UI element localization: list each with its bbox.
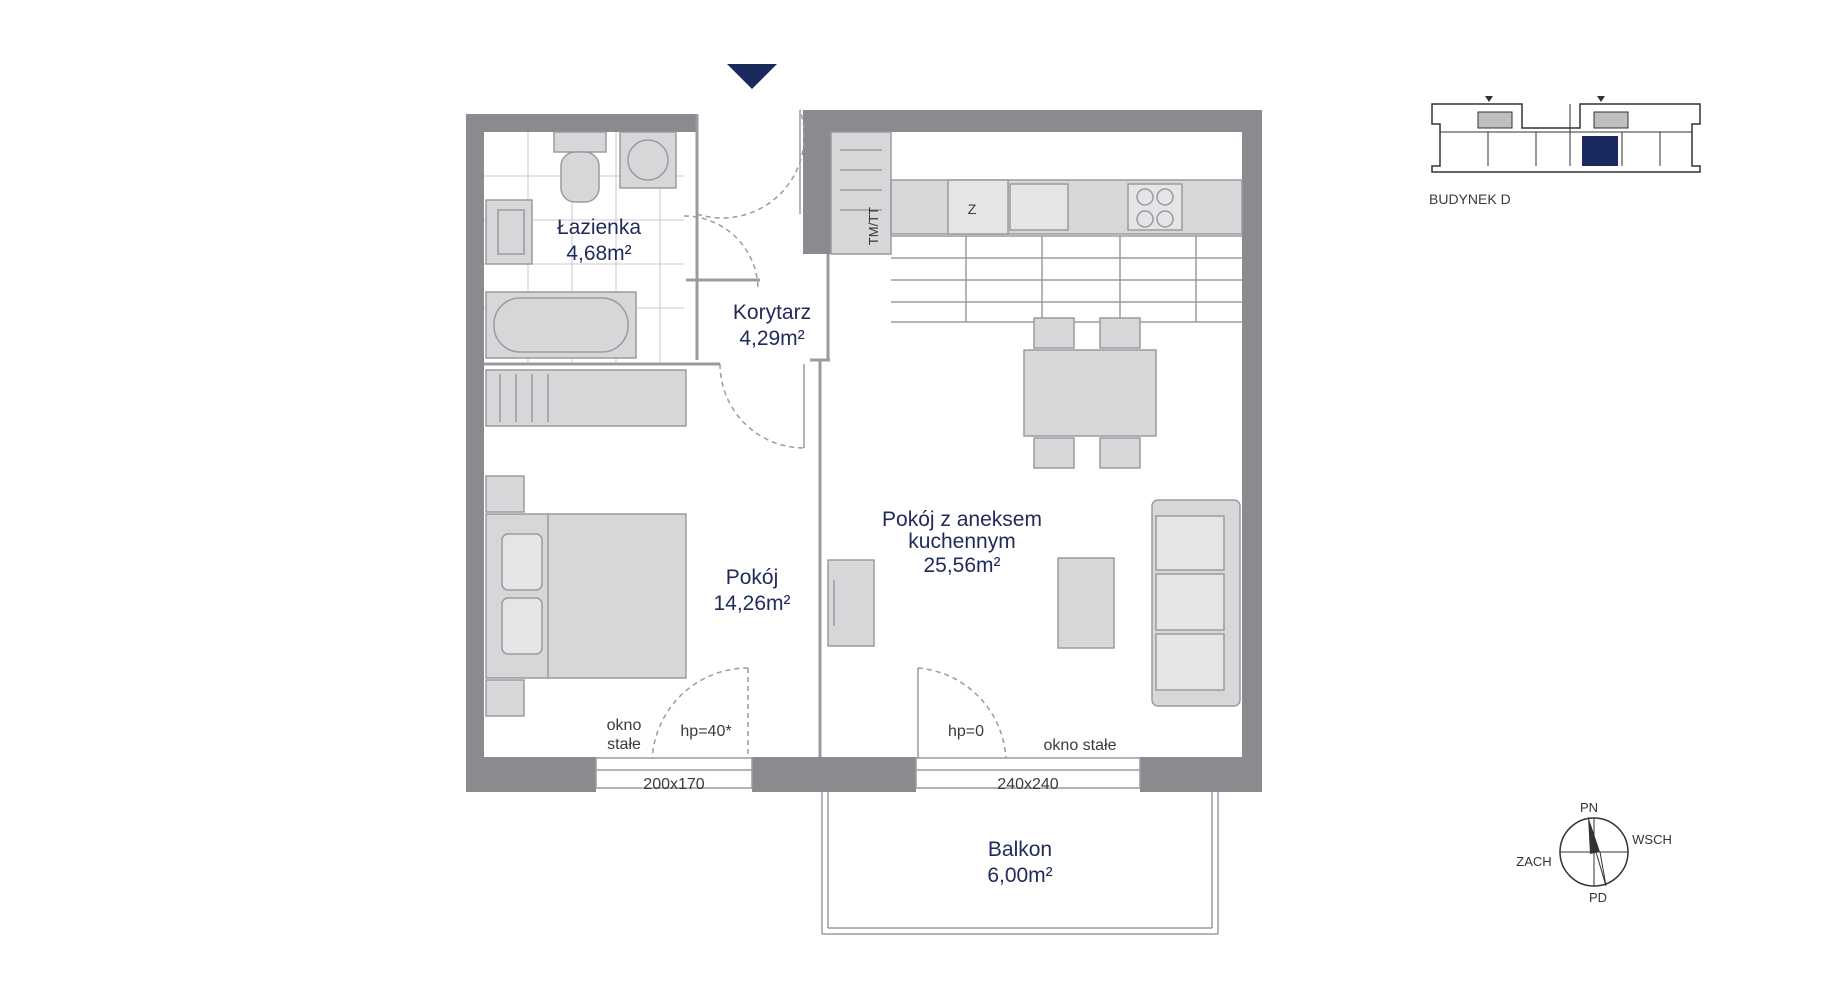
- coffee-table-icon: [1057, 557, 1115, 649]
- compass-icon: [1559, 816, 1629, 887]
- fixed-window-living: okno stałe: [1044, 737, 1117, 754]
- corridor-area: 4,29m²: [739, 327, 804, 350]
- living-name-line2: kuchennym: [908, 530, 1015, 553]
- washer-dryer-label: TM/TT: [866, 207, 881, 245]
- dining-table-icon: [1023, 317, 1157, 469]
- compass-east: WSCH: [1632, 832, 1672, 847]
- entrance-marker-icon: [727, 64, 777, 89]
- kitchen-tiles: [891, 235, 1242, 323]
- compass-south: PD: [1589, 890, 1607, 905]
- wardrobe-icon: [485, 369, 687, 427]
- bed-icon: [485, 513, 687, 679]
- living-name-line1: Pokój z aneksem: [882, 508, 1042, 531]
- corridor-name: Korytarz: [733, 301, 811, 324]
- balcony-outline: [821, 792, 1219, 935]
- window-size-living: 240x240: [997, 776, 1058, 793]
- living-area: 25,56m²: [923, 554, 1000, 577]
- compass-north: PN: [1580, 800, 1598, 815]
- apartment-highlight: [1582, 136, 1618, 166]
- sink-icon: [485, 199, 533, 265]
- balcony-name: Balkon: [988, 838, 1052, 861]
- windows: [595, 757, 1141, 789]
- bathtub-icon: [485, 291, 637, 359]
- sill-height-living: hp=0: [948, 723, 984, 740]
- doors: [651, 109, 1007, 763]
- window-size-bedroom: 200x170: [643, 776, 704, 793]
- tv-cabinet-icon: [827, 559, 875, 647]
- sofa-icon: [1151, 499, 1241, 707]
- fixed-window-label-line2: stałe: [607, 736, 641, 753]
- fridge-label: Z: [968, 201, 977, 217]
- fixed-window-label-line1: okno: [607, 717, 642, 734]
- bedroom-name: Pokój: [726, 566, 779, 589]
- exterior-walls: [466, 110, 1262, 792]
- kitchen-counter: [830, 131, 1243, 255]
- bedroom-area: 14,26m²: [713, 592, 790, 615]
- nightstand-icon: [485, 679, 525, 717]
- key-plan: [1431, 96, 1701, 173]
- bathroom-area: 4,68m²: [566, 242, 631, 265]
- bathroom-name: Łazienka: [557, 216, 641, 239]
- interior-walls: [484, 114, 830, 757]
- nightstand-icon: [485, 475, 525, 513]
- toilet-icon: [553, 131, 607, 203]
- key-plan-label: BUDYNEK D: [1429, 191, 1511, 207]
- washing-machine-icon: [619, 131, 677, 189]
- sill-height-bedroom: hp=40*: [680, 723, 731, 740]
- compass-west: ZACH: [1516, 854, 1551, 869]
- balcony-area: 6,00m²: [987, 864, 1052, 887]
